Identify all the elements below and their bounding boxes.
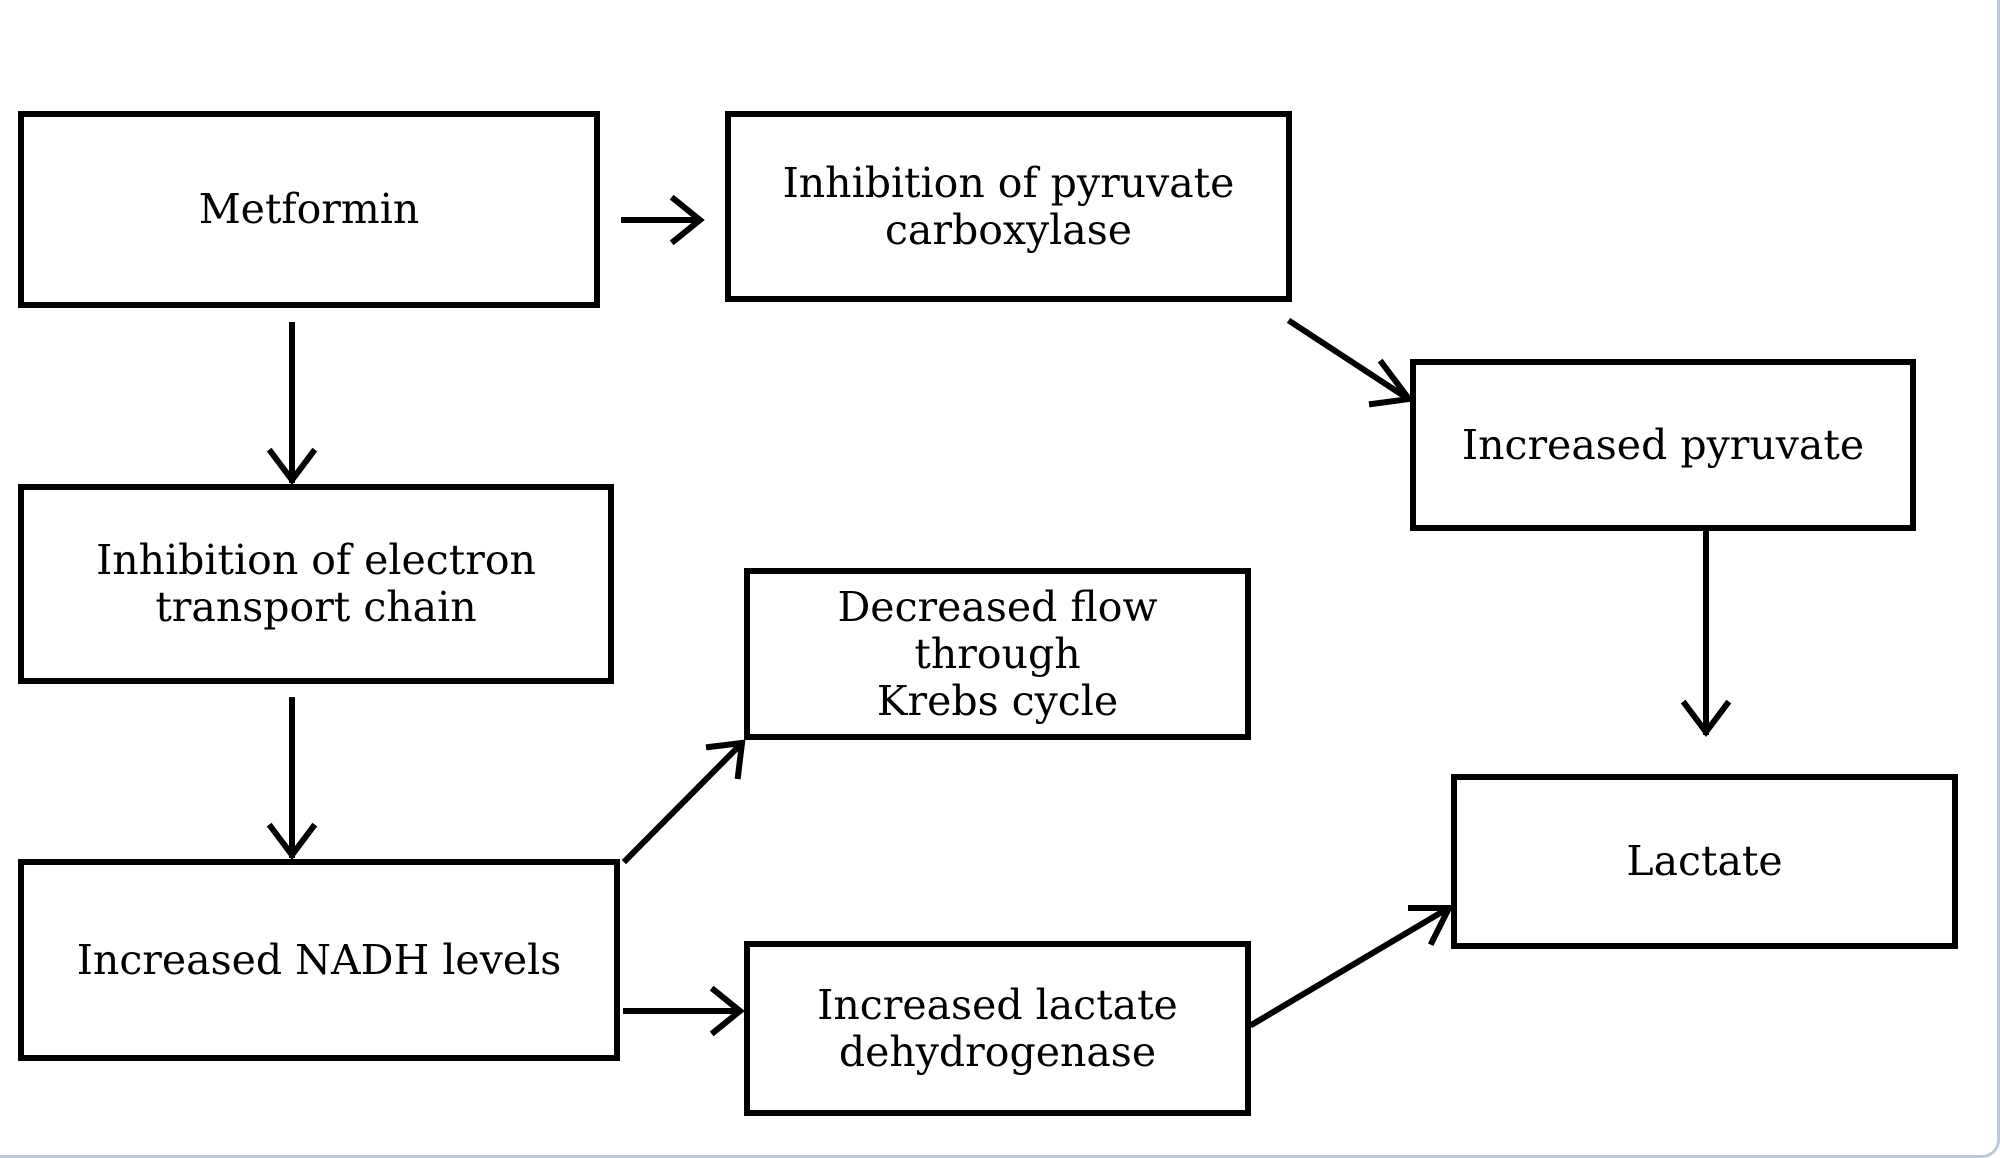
node-lactate-label: Lactate <box>1626 837 1783 885</box>
arrow-increased-pyruvate-to-lactate <box>1680 531 1732 737</box>
arrow-pyruvate-carboxylase-to-increased-pyruvate <box>1286 317 1415 408</box>
node-decreased-krebs-label: Decreased flow through Krebs cycle <box>837 582 1158 725</box>
node-decreased-krebs: Decreased flow through Krebs cycle <box>744 568 1251 740</box>
node-increased-pyruvate: Increased pyruvate <box>1410 359 1916 531</box>
arrow-ldh-to-lactate <box>1248 904 1454 1029</box>
node-inhibition-pyruvate-carboxylase-label: Inhibition of pyruvate carboxylase <box>782 158 1235 254</box>
node-increased-ldh-label: Increased lactate dehydrogenase <box>817 980 1178 1076</box>
node-metformin: Metformin <box>18 111 600 308</box>
node-increased-pyruvate-label: Increased pyruvate <box>1461 420 1865 469</box>
node-increased-nadh-label: Increased NADH levels <box>76 935 562 984</box>
arrow-nadh-to-krebs <box>621 739 746 865</box>
node-inhibition-etc: Inhibition of electron transport chain <box>18 484 614 684</box>
arrow-nadh-to-ldh <box>623 985 745 1037</box>
arrow-etc-to-nadh <box>266 697 318 860</box>
node-increased-nadh: Increased NADH levels <box>18 859 620 1061</box>
node-inhibition-pyruvate-carboxylase: Inhibition of pyruvate carboxylase <box>725 111 1292 302</box>
arrow-metformin-to-etc <box>266 322 318 485</box>
node-lactate: Lactate <box>1451 774 1958 949</box>
node-metformin-label: Metformin <box>198 185 420 233</box>
arrow-metformin-to-pyruvate-carboxylase <box>621 194 705 246</box>
node-increased-ldh: Increased lactate dehydrogenase <box>744 941 1251 1116</box>
node-inhibition-etc-label: Inhibition of electron transport chain <box>96 536 536 631</box>
